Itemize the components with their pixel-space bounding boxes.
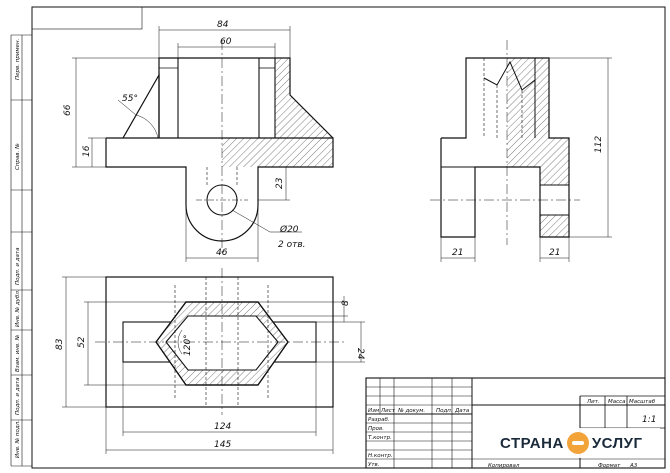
- tb-role-4: Утв.: [368, 462, 380, 468]
- dim-top-gap: 8: [341, 300, 351, 306]
- sheet-frame: [31, 6, 666, 469]
- logo-text-left: СТРАНА: [500, 434, 564, 452]
- dim-bottom-width: 46: [216, 248, 228, 258]
- dim-top-length: 145: [214, 440, 231, 450]
- tb-lit-label: Лит.: [586, 399, 600, 405]
- tb-format-value: А3: [629, 463, 638, 469]
- dim-top-inner-length: 124: [214, 422, 231, 432]
- front-base-outline-left: [105, 138, 187, 205]
- dim-side-left-width: 21: [452, 248, 463, 258]
- dim-top-slot-width: 24: [355, 348, 365, 360]
- tb-role-0: Разраб.: [368, 417, 390, 423]
- side-view: [430, 40, 612, 262]
- tb-header-0: Изм: [368, 408, 379, 414]
- handshake-icon: [566, 432, 589, 454]
- title-block: [365, 377, 666, 469]
- tb-format-label: Формат: [598, 463, 621, 469]
- tb-scale-value: 1:1: [642, 415, 656, 425]
- dim-hole-offset: 23: [275, 177, 285, 189]
- top-view-dims: 83 52 120° 24 8 124 145: [55, 300, 365, 450]
- tb-copied: Копировал: [488, 463, 520, 469]
- tb-scale-label: Масштаб: [629, 399, 656, 405]
- tb-header-2: № докум.: [397, 408, 425, 414]
- dim-top-width: 84: [217, 20, 229, 30]
- front-view-dims: 84 60 55° 66 16 23 Ø20 2 отв. 46: [63, 20, 306, 258]
- dim-side-height: 112: [594, 136, 604, 153]
- left-margin-labels: Инв. № подл. Подп. и дата Взам. инв. № И…: [15, 38, 21, 458]
- side-label-0: Инв. № подл.: [15, 420, 21, 458]
- top-left-stamp: [31, 6, 143, 30]
- tb-header-3: Подп.: [436, 408, 453, 414]
- tb-mass-label: Масса: [608, 399, 626, 405]
- tb-header-1: Лист: [380, 408, 396, 414]
- dim-inner-width: 60: [220, 37, 232, 47]
- dim-side-right-width: 21: [549, 248, 560, 258]
- side-label-6: Перв. примен.: [15, 38, 21, 80]
- side-label-3: Инв. № дубл.: [15, 289, 21, 327]
- dim-base-height: 16: [82, 145, 92, 157]
- tb-role-3: Н.контр.: [368, 453, 393, 459]
- tb-header-4: Дата: [454, 408, 470, 414]
- dim-top-inner-depth: 52: [77, 336, 87, 348]
- dim-angle: 55°: [122, 94, 138, 104]
- dim-hole-dia: Ø20: [279, 224, 299, 235]
- front-view: [72, 26, 334, 262]
- side-view-dims: 112 21 21: [452, 136, 604, 258]
- tb-role-1: Пров.: [368, 426, 384, 432]
- side-label-4: Подп. и дата: [15, 247, 21, 285]
- dim-top-angle: 120°: [183, 334, 193, 356]
- logo-text-right: УСЛУГ: [591, 434, 643, 452]
- dim-top-depth: 83: [55, 338, 65, 350]
- front-left-rib: [122, 72, 160, 139]
- dim-height: 66: [63, 104, 73, 116]
- front-section-hatch: [222, 58, 333, 167]
- side-label-2: Взам. инв. №: [15, 334, 21, 372]
- top-view: [62, 268, 365, 454]
- watermark-logo: СТРАНА УСЛУГ: [500, 428, 660, 458]
- side-label-1: Подп. и дата: [15, 377, 21, 415]
- dim-hole-count: 2 отв.: [278, 240, 306, 250]
- side-label-5: Справ. №: [15, 143, 21, 170]
- tb-role-2: Т.контр.: [368, 435, 392, 441]
- left-margin-stamp: [10, 34, 32, 467]
- title-block-text: Изм Лист № докум. Подп. Дата Разраб. Про…: [368, 399, 656, 469]
